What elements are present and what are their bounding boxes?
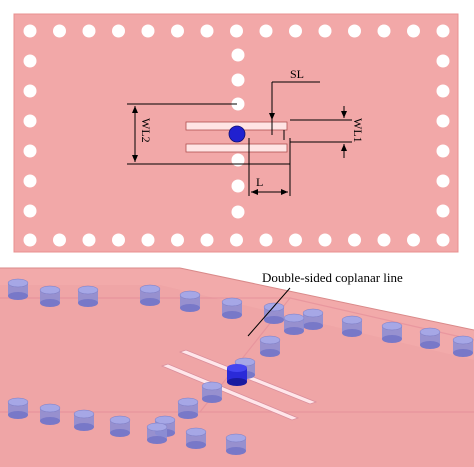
via-hole xyxy=(436,114,450,128)
via-hole xyxy=(436,144,450,158)
via-hole xyxy=(230,24,243,38)
via-hole xyxy=(23,144,37,158)
perspective-view: Double-sided coplanar line xyxy=(0,267,474,467)
via-hole xyxy=(141,233,155,247)
via-hole xyxy=(231,48,245,62)
via-cylinder xyxy=(185,427,207,449)
via-hole xyxy=(231,97,245,111)
via-hole xyxy=(23,114,37,128)
via-hole xyxy=(289,233,302,247)
via-hole xyxy=(82,24,96,38)
via-hole xyxy=(23,233,37,247)
annotation-label: Double-sided coplanar line xyxy=(262,270,403,285)
center-via-holes xyxy=(231,48,245,219)
via-hole xyxy=(171,233,184,247)
via-hole xyxy=(23,174,37,188)
via-hole xyxy=(112,24,125,38)
via-hole xyxy=(436,24,450,38)
via-hole xyxy=(23,24,37,38)
via-hole xyxy=(259,233,273,247)
label-wl2: WL2 xyxy=(139,118,153,143)
via-cylinder xyxy=(7,397,29,419)
via-hole xyxy=(53,233,66,247)
via-hole xyxy=(230,233,243,247)
via-hole xyxy=(23,54,37,68)
via-hole xyxy=(171,24,184,38)
via-hole xyxy=(200,24,214,38)
via-cylinder xyxy=(341,315,363,337)
via-cylinder xyxy=(419,327,441,349)
label-l: L xyxy=(256,175,263,189)
arrowheads xyxy=(132,106,347,195)
via-cylinder xyxy=(263,302,285,324)
via-cylinder xyxy=(73,409,95,431)
via-cylinder xyxy=(259,335,281,357)
via-hole xyxy=(231,73,245,87)
via-cylinder xyxy=(225,433,247,455)
via-hole xyxy=(53,24,66,38)
via-cylinder xyxy=(7,278,29,300)
via-icon xyxy=(228,125,246,143)
via-cylinder xyxy=(179,290,201,312)
via-cylinders xyxy=(7,278,474,455)
via-cylinder xyxy=(221,297,243,319)
via-hole xyxy=(82,233,96,247)
via-hole xyxy=(318,24,332,38)
via-hole xyxy=(377,233,391,247)
via-hole xyxy=(436,233,450,247)
via-cylinder xyxy=(39,285,61,307)
via-cylinder xyxy=(381,321,403,343)
via-hole xyxy=(200,233,214,247)
via-hole xyxy=(407,24,420,38)
via-cylinder xyxy=(302,308,324,330)
via-cylinder xyxy=(139,284,161,306)
via-hole xyxy=(436,54,450,68)
via-hole xyxy=(231,205,245,219)
via-icon xyxy=(227,364,247,386)
label-wl1: WL1 xyxy=(351,118,365,143)
via-hole xyxy=(348,24,361,38)
via-hole xyxy=(231,153,245,167)
via-cylinder xyxy=(283,313,305,335)
via-hole xyxy=(348,233,361,247)
via-hole xyxy=(289,24,302,38)
via-hole xyxy=(377,24,391,38)
via-hole xyxy=(23,84,37,98)
via-hole xyxy=(407,233,420,247)
via-hole xyxy=(259,24,273,38)
via-cylinder xyxy=(39,403,61,425)
via-cylinder xyxy=(146,422,168,444)
border-via-holes xyxy=(23,24,450,247)
annotation-leader xyxy=(247,287,291,337)
via-hole xyxy=(141,24,155,38)
via-hole xyxy=(436,84,450,98)
top-view: SL WL2 WL1 L xyxy=(13,13,459,253)
via-cylinder xyxy=(201,381,223,403)
via-hole xyxy=(231,179,245,193)
via-hole xyxy=(436,174,450,188)
via-hole xyxy=(23,204,37,218)
slot-lower xyxy=(185,143,288,153)
via-cylinder xyxy=(452,335,474,357)
via-hole xyxy=(318,233,332,247)
via-cylinder xyxy=(109,415,131,437)
via-hole xyxy=(436,204,450,218)
via-hole xyxy=(112,233,125,247)
label-sl: SL xyxy=(290,67,304,81)
via-cylinder xyxy=(77,285,99,307)
via-cylinder xyxy=(177,397,199,419)
